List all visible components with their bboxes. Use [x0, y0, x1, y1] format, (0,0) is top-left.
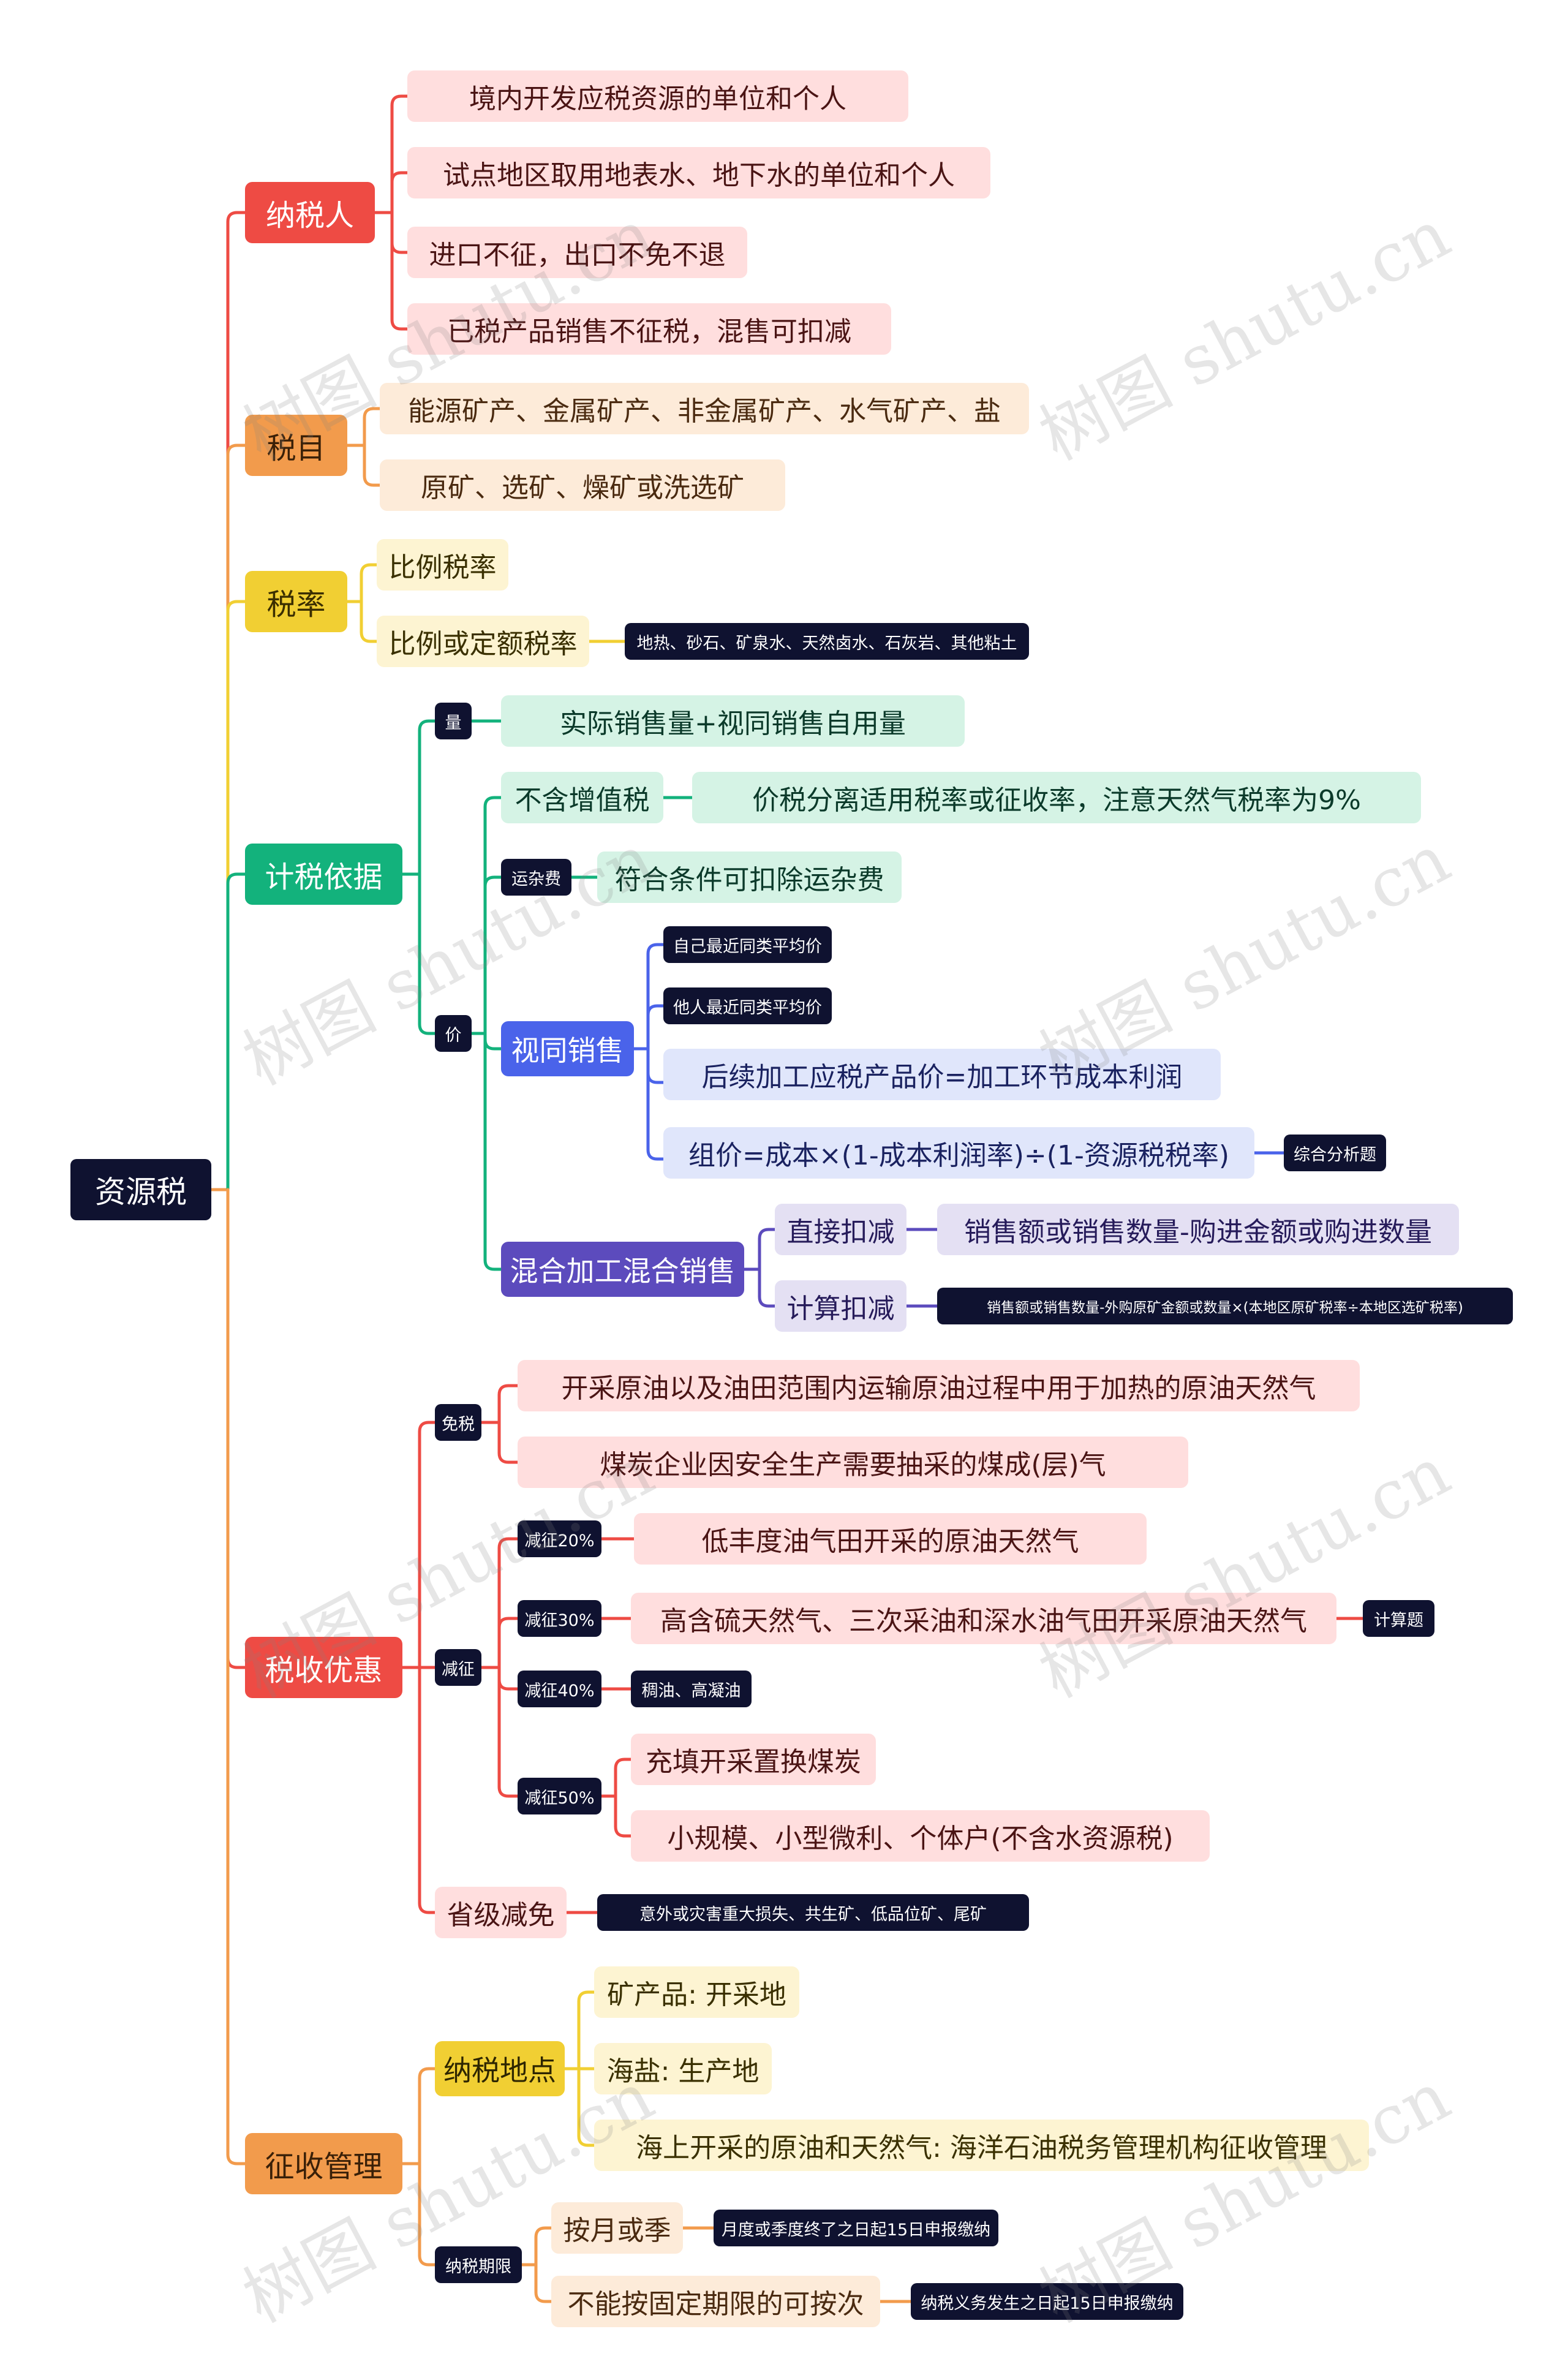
- reduce-30-tag[interactable]: 减征30%: [518, 1600, 601, 1637]
- root-node[interactable]: 资源税: [70, 1159, 211, 1220]
- deemed-own-average[interactable]: 自己最近同类平均价: [663, 926, 832, 963]
- period-monthly[interactable]: 按月或季: [551, 2202, 683, 2254]
- tax-place-item[interactable]: 海盐: 生产地: [594, 2043, 772, 2094]
- branch-tax-rate[interactable]: 税率: [245, 571, 347, 632]
- basis-quantity-tag[interactable]: 量: [435, 703, 472, 739]
- branch-tax-relief[interactable]: 税收优惠: [245, 1637, 402, 1698]
- period-monthly-note[interactable]: 月度或季度终了之日起15日申报缴纳: [714, 2210, 998, 2246]
- taxpayer-item[interactable]: 境内开发应税资源的单位和个人: [407, 70, 908, 122]
- reduce-20-tag[interactable]: 减征20%: [518, 1520, 601, 1557]
- reduce-20-text[interactable]: 低丰度油气田开采的原油天然气: [634, 1513, 1147, 1565]
- tax-period-tag[interactable]: 纳税期限: [435, 2246, 522, 2283]
- branch-tax-items[interactable]: 税目: [245, 415, 347, 476]
- provincial-relief-note[interactable]: 意外或灾害重大损失、共生矿、低品位矿、尾矿: [597, 1894, 1029, 1931]
- relief-reduce-tag[interactable]: 减征: [435, 1649, 481, 1686]
- price-freight-note[interactable]: 符合条件可扣除运杂费: [597, 851, 902, 903]
- branch-taxpayer[interactable]: 纳税人: [245, 182, 375, 243]
- basis-quantity-text[interactable]: 实际销售量+视同销售自用量: [501, 695, 965, 747]
- exempt-item[interactable]: 开采原油以及油田范围内运输原油过程中用于加热的原油天然气: [518, 1360, 1360, 1411]
- mixed-calculated-deduction[interactable]: 计算扣减: [775, 1280, 907, 1332]
- rate-fixed-note[interactable]: 地热、砂石、矿泉水、天然卤水、石灰岩、其他粘土: [625, 623, 1029, 660]
- basis-price-tag[interactable]: 价: [435, 1015, 472, 1052]
- deemed-other-average[interactable]: 他人最近同类平均价: [663, 987, 832, 1024]
- reduce-50-item[interactable]: 小规模、小型微利、个体户(不含水资源税): [631, 1810, 1210, 1862]
- reduce-50-tag[interactable]: 减征50%: [518, 1778, 601, 1814]
- reduce-30-text[interactable]: 高含硫天然气、三次采油和深水油气田开采原油天然气: [631, 1593, 1336, 1644]
- deemed-sale-node[interactable]: 视同销售: [501, 1021, 634, 1076]
- reduce-40-tag[interactable]: 减征40%: [518, 1671, 601, 1707]
- reduce-50-item[interactable]: 充填开采置换煤炭: [631, 1734, 876, 1785]
- branch-tax-basis[interactable]: 计税依据: [245, 844, 402, 905]
- tax-item[interactable]: 能源矿产、金属矿产、非金属矿产、水气矿产、盐: [380, 383, 1029, 434]
- branch-collection-admin[interactable]: 征收管理: [245, 2133, 402, 2194]
- tax-place-item[interactable]: 矿产品: 开采地: [594, 1966, 799, 2018]
- tax-place-item[interactable]: 海上开采的原油和天然气: 海洋石油税务管理机构征收管理: [594, 2120, 1369, 2171]
- period-per-time[interactable]: 不能按固定期限的可按次: [551, 2276, 880, 2327]
- provincial-relief[interactable]: 省级减免: [435, 1887, 567, 1938]
- price-freight-tag[interactable]: 运杂费: [501, 859, 571, 896]
- mixed-calc-note[interactable]: 销售额或销售数量-外购原矿金额或数量×(本地区原矿税率÷本地区选矿税率): [937, 1288, 1513, 1324]
- period-per-time-note[interactable]: 纳税义务发生之日起15日申报缴纳: [911, 2283, 1183, 2320]
- taxpayer-item[interactable]: 进口不征，出口不免不退: [407, 227, 747, 278]
- tax-place-node[interactable]: 纳税地点: [435, 2041, 565, 2096]
- mixed-processing-node[interactable]: 混合加工混合销售: [501, 1242, 744, 1297]
- taxpayer-item[interactable]: 试点地区取用地表水、地下水的单位和个人: [407, 147, 990, 198]
- price-no-vat-note[interactable]: 价税分离适用税率或征收率，注意天然气税率为9%: [692, 772, 1421, 823]
- reduce-40-text[interactable]: 稠油、高凝油: [631, 1671, 752, 1707]
- relief-exempt-tag[interactable]: 免税: [435, 1404, 481, 1441]
- rate-proportional-or-fixed[interactable]: 比例或定额税率: [377, 616, 589, 667]
- tax-item[interactable]: 原矿、选矿、燥矿或洗选矿: [380, 459, 785, 511]
- composite-tag[interactable]: 综合分析题: [1284, 1135, 1386, 1171]
- rate-proportional[interactable]: 比例税率: [377, 539, 508, 591]
- price-no-vat[interactable]: 不含增值税: [501, 772, 663, 823]
- mixed-direct-deduction[interactable]: 直接扣减: [775, 1204, 907, 1255]
- deemed-composite[interactable]: 组价=成本×(1-成本利润率)÷(1-资源税税率): [663, 1127, 1254, 1179]
- deemed-processing[interactable]: 后续加工应税产品价=加工环节成本利润: [663, 1049, 1221, 1100]
- exempt-item[interactable]: 煤炭企业因安全生产需要抽采的煤成(层)气: [518, 1437, 1188, 1488]
- taxpayer-item[interactable]: 已税产品销售不征税，混售可扣减: [407, 303, 891, 355]
- mixed-direct-note[interactable]: 销售额或销售数量-购进金额或购进数量: [937, 1204, 1459, 1255]
- calc-question-tag[interactable]: 计算题: [1363, 1600, 1434, 1637]
